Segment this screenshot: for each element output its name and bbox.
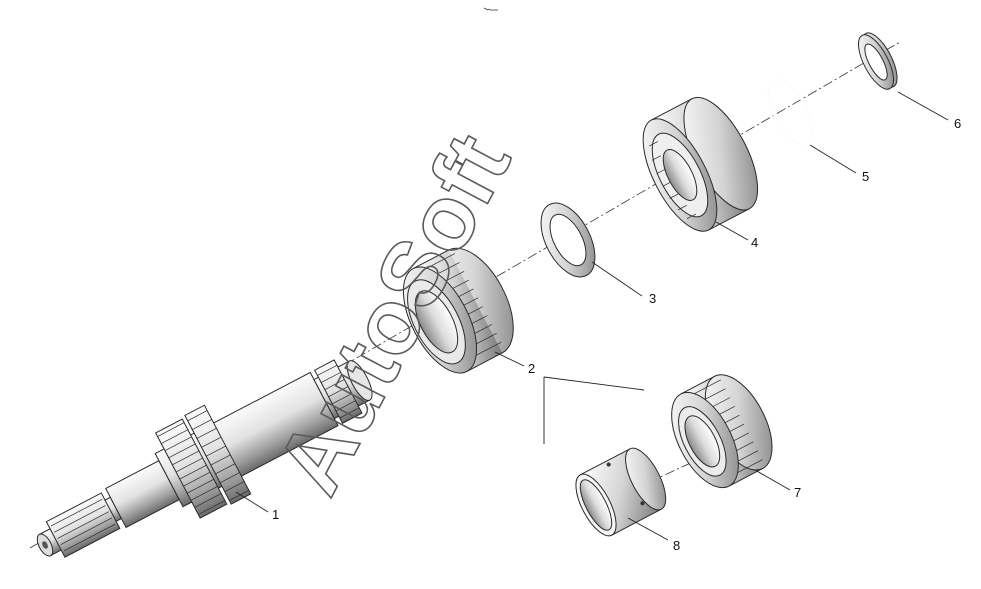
callout-2: 2	[528, 361, 535, 376]
part-7-gear	[671, 374, 773, 489]
part-8-bushing	[575, 447, 667, 537]
part-4-bearing	[642, 96, 759, 232]
top-mark	[483, 7, 498, 11]
leader-lines	[235, 91, 949, 541]
shaft-spline-teeth	[45, 492, 121, 558]
part-5-snap-ring	[767, 78, 813, 146]
callout-6: 6	[954, 116, 961, 131]
part-1-shaft	[36, 359, 373, 558]
part-2-gear	[402, 247, 514, 374]
bearing-rollers	[648, 141, 697, 220]
shaft-right-collar	[314, 359, 373, 425]
callout-5: 5	[862, 169, 869, 184]
callout-4: 4	[751, 235, 758, 250]
part-6-nut	[857, 32, 898, 90]
callout-8: 8	[673, 538, 680, 553]
part-3-washer	[540, 202, 596, 278]
callout-3: 3	[649, 291, 656, 306]
callout-7: 7	[794, 485, 801, 500]
shaft-gear-ring	[155, 404, 252, 519]
group-bracket-lines	[543, 376, 645, 444]
callout-1: 1	[272, 507, 279, 522]
